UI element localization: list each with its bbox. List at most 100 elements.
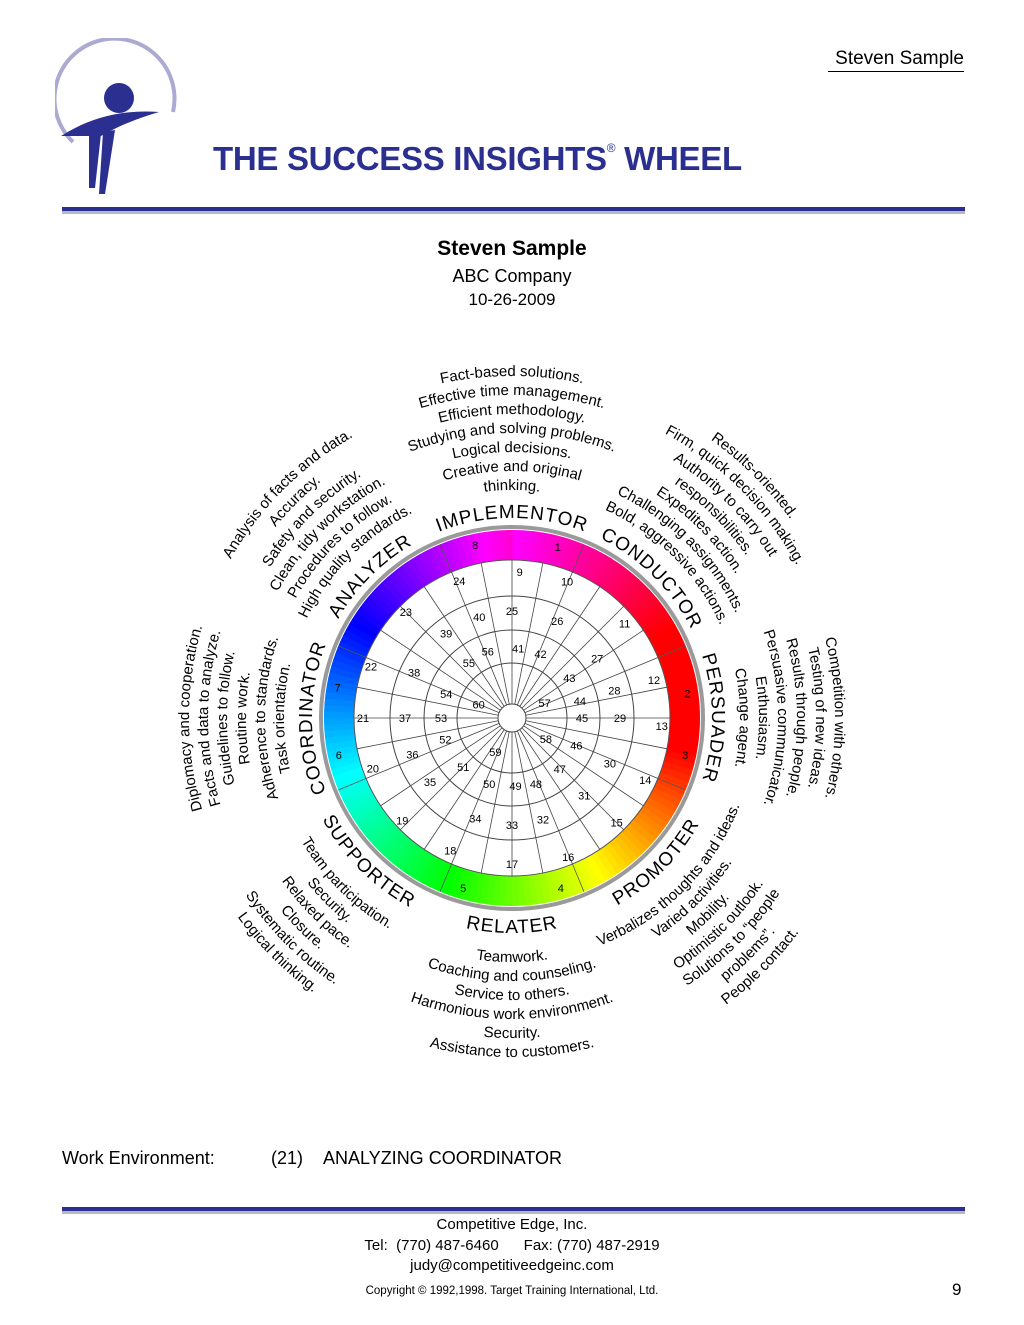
ring-divider (439, 544, 452, 573)
position-number: 13 (656, 721, 668, 733)
grid-spoke (516, 571, 573, 706)
trait-group-6: Diplomacy and cooperation.Facts and data… (176, 623, 294, 814)
position-number: 49 (509, 781, 521, 793)
position-number: 57 (539, 698, 551, 710)
position-number: 12 (648, 675, 660, 687)
position-number: 33 (506, 820, 518, 832)
ring-divider (572, 544, 585, 573)
ring-divider (657, 778, 686, 791)
grid-spoke (480, 731, 510, 874)
grid-spoke (519, 586, 601, 707)
position-number: 34 (469, 814, 481, 826)
ring-divider (439, 863, 452, 892)
position-number: 48 (530, 779, 542, 791)
grid-spoke (356, 720, 499, 750)
trait-group-2: Competition with others.Testing of new i… (731, 628, 848, 809)
footer-divider (62, 1207, 965, 1211)
trait-line: Task orientation. (271, 661, 294, 775)
position-number: 30 (604, 759, 616, 771)
ring-divider (338, 645, 367, 658)
position-number: 51 (457, 762, 469, 774)
position-number: 32 (537, 814, 549, 826)
position-number: 16 (562, 852, 574, 864)
work-environment-label: Work Environment: (62, 1148, 215, 1168)
position-number: 42 (534, 649, 546, 661)
wheel-outer-border (319, 525, 705, 911)
grid-spoke (365, 722, 500, 779)
grid-spoke (380, 629, 501, 711)
wheel-position-numbers: 1234567891011121314151617181920212223242… (335, 540, 691, 895)
ring-divider (657, 645, 686, 658)
color-ring (324, 530, 700, 906)
position-number: 6 (336, 750, 342, 762)
grid-spoke (523, 629, 644, 711)
trait-line: Service to others. (453, 981, 571, 1004)
position-number: 4 (558, 883, 564, 895)
work-environment-number: (21) (271, 1148, 304, 1168)
position-number: 47 (554, 764, 566, 776)
position-number: 52 (439, 735, 451, 747)
position-number: 53 (435, 713, 447, 725)
grid-spoke (524, 657, 659, 714)
success-insights-wheel: 1234567891011121314151617181920212223242… (176, 363, 848, 1061)
position-number: 8 (472, 540, 478, 552)
ring-divider (572, 863, 585, 892)
grid-spoke (451, 730, 508, 865)
position-number: 41 (512, 643, 524, 655)
grid-spoke (356, 686, 499, 716)
trait-line: Teamwork. (475, 946, 548, 966)
trait-line: thinking. (483, 477, 542, 496)
trait-line: Logical decisions. (451, 439, 574, 463)
grid-spoke (514, 562, 544, 705)
position-number: 60 (472, 700, 484, 712)
position-number: 3 (682, 750, 688, 762)
position-number: 55 (463, 658, 475, 670)
grid-spoke (525, 720, 668, 750)
grid-spoke (516, 730, 573, 865)
company-logo (55, 38, 177, 194)
grid-spoke (524, 722, 659, 779)
position-number: 23 (400, 607, 412, 619)
footer-phone-fax: Tel: (770) 487-6460 Fax: (770) 487-2919 (364, 1237, 660, 1254)
position-number: 59 (489, 747, 501, 759)
position-number: 21 (357, 713, 369, 725)
position-number: 27 (591, 653, 603, 665)
position-number: 26 (551, 616, 563, 628)
style-label-relater: RELATER (465, 912, 559, 938)
grid-spoke (380, 725, 501, 807)
position-number: 36 (406, 749, 418, 761)
position-number: 9 (517, 567, 523, 579)
position-number: 17 (506, 859, 518, 871)
grid-spoke (523, 725, 644, 807)
work-environment-value: ANALYZING COORDINATOR (323, 1148, 563, 1168)
position-number: 19 (396, 815, 408, 827)
header-divider (62, 207, 965, 211)
position-number: 40 (473, 612, 485, 624)
trait-line: Enthusiasm. (752, 675, 772, 761)
position-number: 11 (619, 619, 630, 631)
position-number: 20 (367, 764, 379, 776)
report-company: ABC Company (452, 266, 572, 286)
grid-spoke (399, 727, 503, 831)
report-name: Steven Sample (437, 237, 587, 260)
ring-divider (338, 778, 367, 791)
grid-spoke (399, 605, 503, 709)
trait-group-0: Fact-based solutions.Effective time mana… (406, 363, 619, 496)
position-number: 44 (574, 696, 586, 708)
wheel-grid (338, 544, 686, 892)
position-number: 45 (576, 713, 588, 725)
position-number: 58 (540, 734, 552, 746)
grid-spoke (423, 729, 505, 850)
position-number: 29 (614, 713, 626, 725)
position-number: 37 (399, 713, 411, 725)
position-number: 18 (444, 845, 456, 857)
position-number: 38 (408, 667, 420, 679)
grid-spoke (525, 686, 668, 716)
position-number: 56 (482, 646, 494, 658)
position-number: 22 (365, 662, 377, 674)
position-number: 43 (563, 673, 575, 685)
trait-line: Routine work. (233, 670, 254, 765)
footer-email: judy@competitiveedgeinc.com (410, 1257, 614, 1274)
position-number: 28 (608, 686, 620, 698)
position-number: 50 (483, 779, 495, 791)
